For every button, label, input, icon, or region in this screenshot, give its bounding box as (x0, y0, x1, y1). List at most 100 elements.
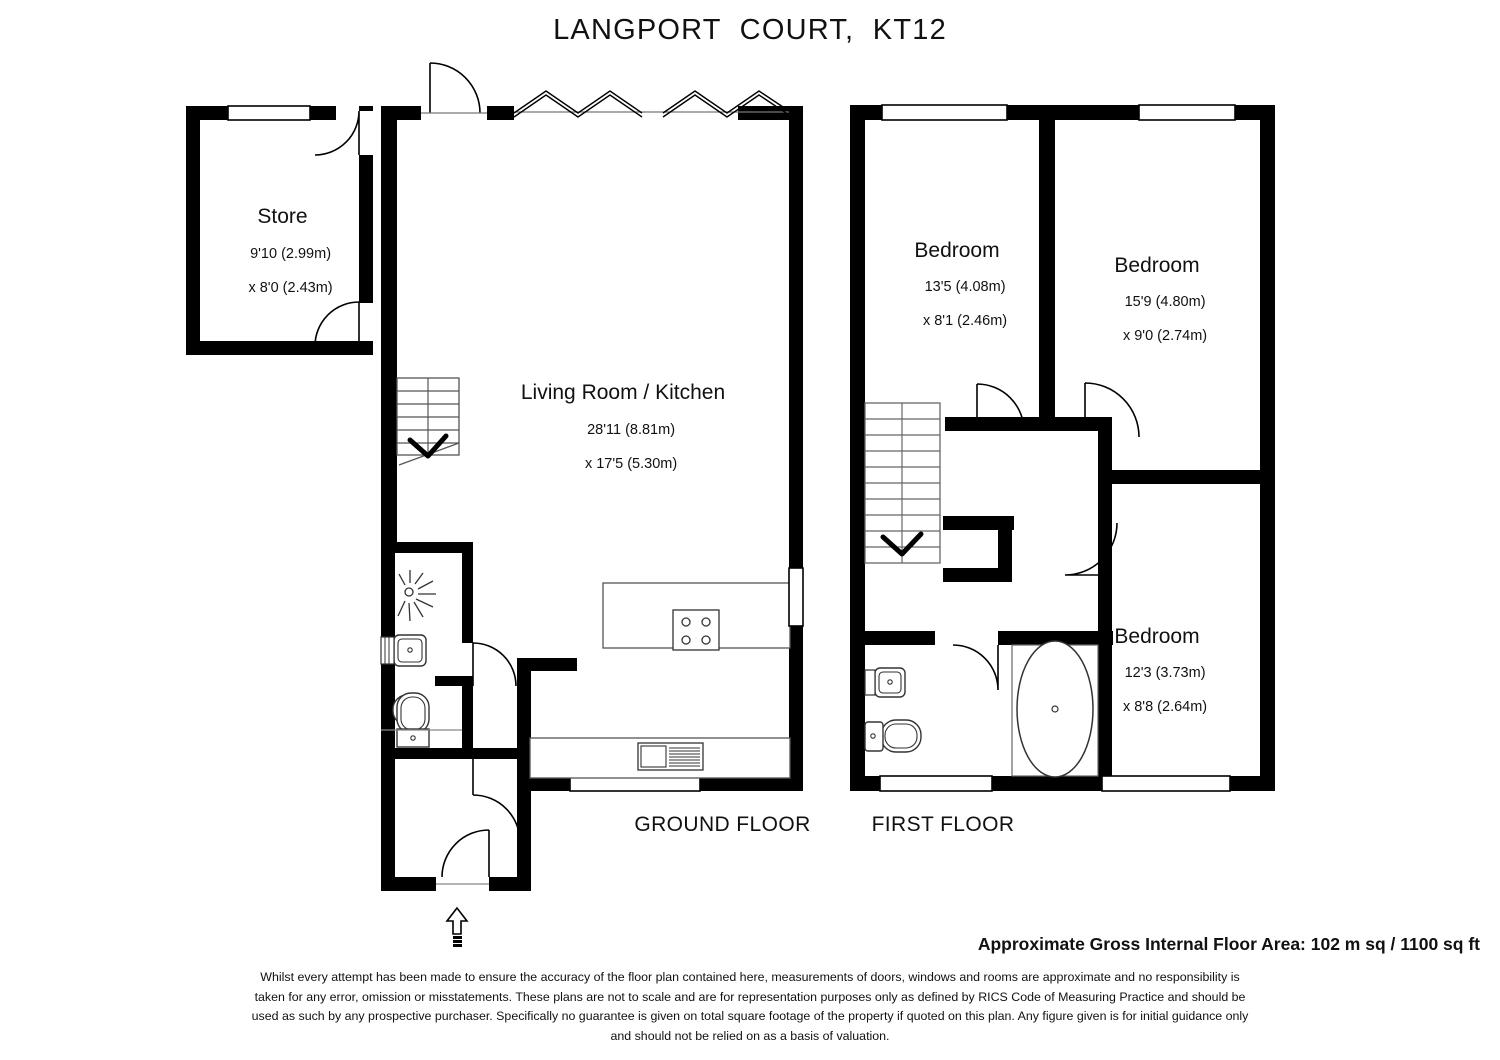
door-wc-arc (472, 642, 517, 687)
page-title: LANGPORT COURT, KT12 (553, 14, 947, 46)
room-dims-store: 9'10 (2.99m) x 8'0 (2.43m) (200, 229, 365, 314)
wall-ff-landing-top-c (1055, 417, 1085, 431)
window-ff-bed1 (881, 104, 1008, 121)
wall-ff-landing-bot-d (943, 568, 1012, 582)
kitchen-units (529, 582, 791, 779)
bed2-dim-line2: x 9'0 (2.74m) (1122, 328, 1208, 344)
door-living-top-arc (429, 62, 481, 114)
bathroom-toilet (864, 719, 922, 753)
stairs-ground (396, 377, 460, 466)
wall-wc-bottom (381, 748, 473, 759)
room-label-living-kitchen: Living Room / Kitchen (520, 381, 726, 404)
room-dims-bedroom-1: 13'5 (4.08m) x 8'1 (2.46m) (868, 262, 1046, 347)
wall-ff-left-mid (850, 403, 865, 631)
door-hall-to-living-arc (441, 829, 490, 878)
floor-label-first: FIRST FLOOR (871, 813, 1015, 836)
door-bed3-arc (1064, 522, 1118, 576)
wall-wc-left (381, 542, 395, 650)
room-dims-living-kitchen: 28'11 (8.81m) x 17'5 (5.30m) (473, 405, 773, 490)
wall-ff-bottom-left (850, 776, 880, 791)
wall-wc-left-lower (381, 650, 395, 758)
wall-ff-left-lower (850, 631, 865, 791)
wall-ff-bath-right (1098, 631, 1112, 776)
bath (1011, 640, 1099, 778)
wc-toilet (381, 692, 462, 748)
wall-living-top-doorjamb (487, 106, 514, 120)
bifold-panel-left-b (513, 94, 643, 118)
first-floor-drawing (850, 104, 1275, 792)
door-bed2-arc (1084, 382, 1140, 438)
room-label-bedroom-1: Bedroom (914, 239, 1000, 262)
wall-hall-top-stub (473, 748, 531, 759)
wall-ff-left-upper (850, 105, 865, 403)
wall-ff-top-mid (1007, 105, 1139, 120)
bifold-panel-left (513, 90, 643, 114)
wall-living-top-left (381, 106, 421, 120)
disclaimer-text: Whilst every attempt has been made to en… (251, 970, 1249, 1043)
window-living-right (788, 567, 804, 627)
wall-store-right-mid (359, 155, 373, 303)
wall-store-top-mid (227, 105, 311, 121)
door-store-bottom-arc (314, 301, 360, 347)
wall-living-bottom-right (700, 777, 803, 791)
wall-ff-landing-bot-c (998, 516, 1012, 582)
room-label-bedroom-2: Bedroom (1114, 254, 1200, 277)
wall-ff-bottom-right (1230, 776, 1275, 791)
wall-store-right-bot (359, 346, 373, 355)
wall-living-left (381, 106, 397, 550)
wall-hall-bottom-right (489, 877, 531, 891)
window-ff-bed2 (1138, 104, 1236, 121)
wall-wc-mid-shelf (435, 676, 473, 686)
bed3-dim-line1: 12'3 (3.73m) (1124, 665, 1206, 681)
bed1-dim-line1: 13'5 (4.08m) (924, 279, 1006, 295)
wall-store-right-top (359, 106, 373, 111)
wall-ff-right (1260, 105, 1275, 791)
wall-ff-landing-right-lower (1098, 507, 1112, 575)
gross-internal-area-note: Approximate Gross Internal Floor Area: 1… (977, 934, 1480, 954)
floor-label-ground: GROUND FLOOR (634, 813, 811, 836)
stairs-first (864, 402, 941, 564)
wall-store-bottom (186, 341, 373, 355)
wall-store-left (186, 106, 200, 355)
store-dim-line1: 9'10 (2.99m) (250, 246, 332, 262)
wall-ff-landing-right (1098, 417, 1112, 523)
wall-ff-landing-bot-a (943, 516, 998, 530)
bed3-dim-line2: x 8'8 (2.64m) (1122, 699, 1208, 715)
room-label-bedroom-3: Bedroom (1114, 625, 1200, 648)
wall-living-right (789, 106, 803, 791)
living-dim-line2: x 17'5 (5.30m) (584, 456, 678, 472)
wall-ff-bed-divider (1039, 105, 1055, 431)
door-bed1-arc (976, 383, 1025, 432)
room-dims-bedroom-2: 15'9 (4.80m) x 9'0 (2.74m) (1068, 277, 1246, 362)
bifold-panel-right-b (662, 94, 790, 118)
shower (397, 570, 436, 622)
wall-ff-bath-top (850, 631, 935, 645)
wall-wc-right-upper (462, 542, 473, 643)
door-bath-swing (952, 644, 999, 691)
window-living-bottom (569, 776, 701, 792)
wall-hall-left (381, 759, 395, 891)
wall-ff-landing-top-b (977, 417, 1039, 431)
wall-living-bottom-left (530, 777, 570, 791)
wall-ff-landing-top-a (945, 417, 977, 431)
wall-ff-bath-top-r (998, 631, 1113, 645)
store-dim-line2: x 8'0 (2.43m) (248, 280, 333, 296)
wall-store-top-right (310, 106, 336, 120)
window-ff-bed3 (1101, 775, 1231, 792)
wall-wc-right-lower (462, 686, 473, 748)
wall-hall-bottom-left (381, 877, 436, 891)
wall-ff-bottom-mid (992, 776, 1102, 791)
living-dim-line1: 28'11 (8.81m) (587, 422, 676, 438)
bathroom-basin (864, 667, 906, 698)
door-hall-wc-arc (472, 748, 521, 843)
wall-wc-top (389, 542, 473, 553)
room-label-store: Store (257, 205, 308, 228)
window-ff-bath (879, 775, 993, 792)
wall-ff-bed3-left (1098, 575, 1112, 633)
wall-ff-landing-spur (1112, 470, 1260, 484)
room-dims-bedroom-3: 12'3 (3.73m) x 8'8 (2.64m) (1068, 648, 1246, 733)
ground-floor-drawing (186, 62, 804, 947)
bifold-panel-right (662, 90, 790, 114)
entrance-arrow (445, 906, 469, 947)
door-store-top-arc (314, 110, 360, 156)
